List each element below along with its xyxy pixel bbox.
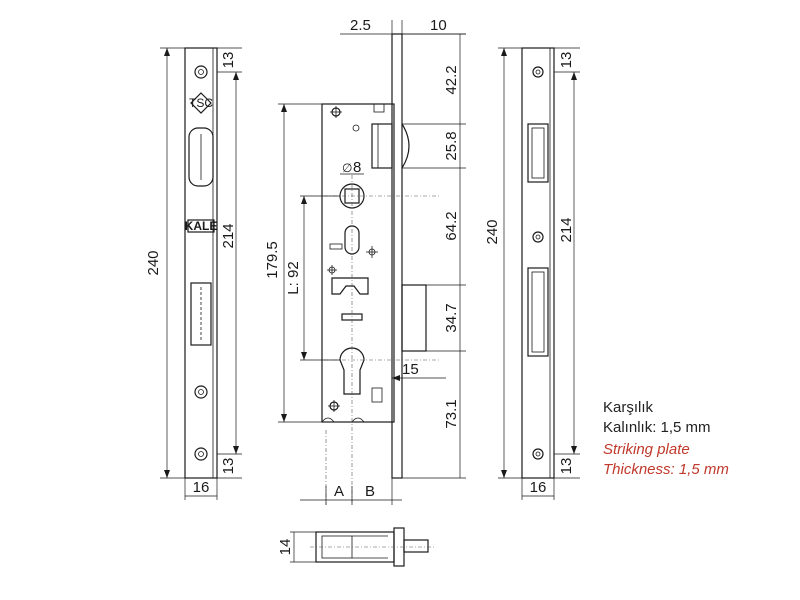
svg-text:KALE: KALE <box>185 219 218 233</box>
backset-height-label: 179.5 <box>264 241 281 279</box>
dim-b-label: B <box>365 483 375 500</box>
dim-a-label: A <box>334 483 344 500</box>
right-hole-span-label: 214 <box>558 217 575 242</box>
center-distance-label: L: 92 <box>285 261 302 294</box>
section-height-dimension: 14 <box>277 531 316 563</box>
left-hole-span-dimension: 214 <box>217 71 242 455</box>
right-plate-top-screw <box>532 66 544 78</box>
body-slot-2 <box>329 243 343 250</box>
right-height-dimension: 240 <box>484 47 522 479</box>
left-top-offset-dimension: 13 <box>217 47 242 69</box>
top-offset-b-label: 10 <box>430 17 447 34</box>
right-bottom-offset-dimension: 13 <box>554 458 580 479</box>
body-spring-hole <box>352 124 360 132</box>
note-tr-title: Karşılık <box>603 399 654 416</box>
body-bottom-notches <box>321 417 365 423</box>
left-height-label: 240 <box>145 250 162 275</box>
square-size-dimension: 8 ∅ <box>340 159 364 176</box>
right-plate-bottom-screw <box>532 448 544 460</box>
note-tr-thickness: Kalınlık: 1,5 mm <box>603 419 711 436</box>
kale-logo: KALE <box>185 219 218 233</box>
left-faceplate-outline <box>184 47 218 479</box>
right-plate-mid-screw <box>532 231 544 243</box>
cylinder-cutout <box>339 347 365 395</box>
cylinder-offset-dimension: 15 <box>392 361 446 381</box>
right-hole-span-dimension: 214 <box>554 71 580 455</box>
backset-height-dimension: 179.5 <box>264 103 322 423</box>
right-width-dimension: 16 <box>521 478 555 500</box>
lock-case-outline <box>321 103 395 423</box>
note-en-thickness: Thickness: 1,5 mm <box>603 461 729 478</box>
note-en-title: Striking plate <box>603 441 690 458</box>
right-height-label: 240 <box>484 219 501 244</box>
right-vertical-dimensions: 42.2 25.8 64.2 34.7 73.1 <box>402 33 466 479</box>
section-height-label: 14 <box>277 539 294 556</box>
left-top-offset-label: 13 <box>220 52 237 69</box>
left-faceplate-mid-screw <box>194 385 208 399</box>
dim-v2-label: 25.8 <box>443 131 460 160</box>
right-top-offset-dimension: 13 <box>554 47 580 69</box>
cylinder-offset-label: 15 <box>402 361 419 378</box>
right-plate-outline <box>521 47 555 479</box>
left-hole-span-label: 214 <box>220 223 237 248</box>
top-offset-dimension: 2.5 10 <box>340 17 466 35</box>
left-faceplate-top-screw <box>194 65 208 79</box>
lock-body: 8 ∅ 2.5 10 <box>264 17 466 505</box>
dim-v5-label: 73.1 <box>443 399 460 428</box>
body-mid-pin <box>327 265 337 275</box>
latch-bolt <box>371 123 410 169</box>
body-bottom-screw <box>328 400 340 412</box>
section-bolt <box>403 539 429 553</box>
body-top-screw <box>330 106 342 118</box>
dim-v1-label: 42.2 <box>443 65 460 94</box>
bottom-section-view: 14 <box>277 527 436 567</box>
center-distance-dimension: L: 92 <box>285 195 340 361</box>
backset-ab-dimension: A B <box>300 478 402 505</box>
left-width-label: 16 <box>193 479 210 496</box>
body-bottom-tab <box>371 387 383 403</box>
left-height-dimension: 240 <box>145 47 185 479</box>
right-width-label: 16 <box>530 479 547 496</box>
svg-text:∅: ∅ <box>342 161 352 175</box>
square-size-label: 8 <box>353 159 361 176</box>
bolt-throw-lever <box>331 277 369 295</box>
right-strike-plate: 240 214 13 13 16 <box>484 47 580 500</box>
right-plate-latch-slot <box>527 123 549 183</box>
top-offset-a-label: 2.5 <box>350 17 371 34</box>
left-bottom-offset-dimension: 13 <box>217 458 242 479</box>
left-latch-window <box>188 127 214 187</box>
right-bottom-offset-label: 13 <box>558 458 575 475</box>
svg-text:TSC: TSC <box>189 96 213 110</box>
left-faceplate: TSC KALE 240 <box>145 47 242 500</box>
dim-v3-label: 64.2 <box>443 211 460 240</box>
left-bottom-offset-label: 13 <box>220 458 237 475</box>
left-width-dimension: 16 <box>184 478 218 500</box>
dead-bolt <box>401 284 427 352</box>
left-bolt-window <box>190 282 212 346</box>
tsc-logo: TSC <box>189 92 213 114</box>
body-top-tab <box>373 103 385 113</box>
body-pivot-screw <box>366 246 378 258</box>
left-faceplate-bottom-screw <box>194 447 208 461</box>
right-plate-bolt-slot <box>527 267 549 357</box>
right-top-offset-label: 13 <box>558 52 575 69</box>
dim-v4-label: 34.7 <box>443 303 460 332</box>
